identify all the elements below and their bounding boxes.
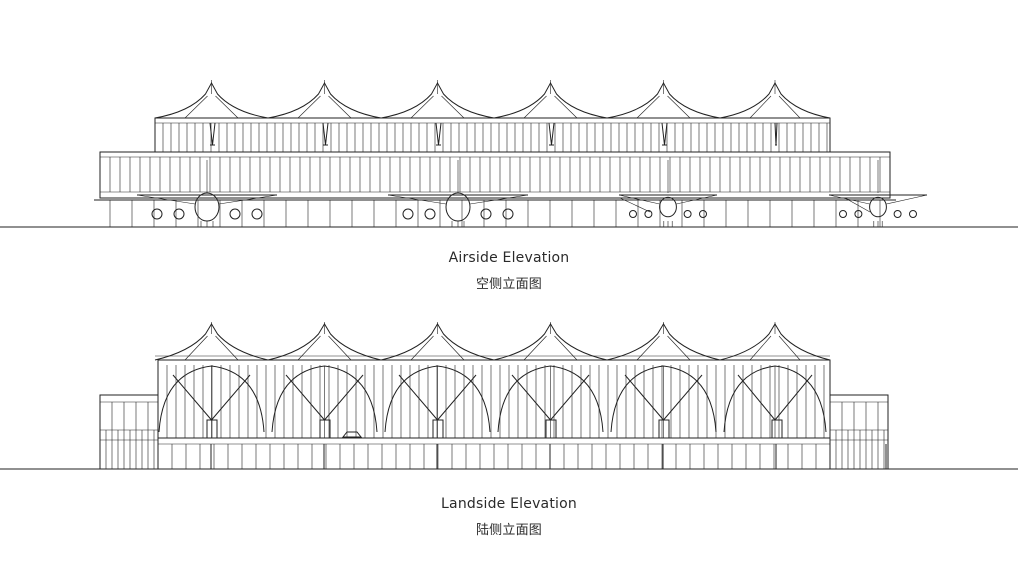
landside-elevation-drawing <box>0 322 1018 470</box>
landside-right-wing <box>829 394 889 470</box>
airside-upper-block <box>154 117 831 153</box>
landside-car <box>341 431 363 438</box>
airside-airplane-3 <box>618 160 718 227</box>
airside-elevation-title: Airside Elevation <box>448 250 570 266</box>
airside-elevation-drawing <box>0 80 1018 228</box>
airside-glazed-facade <box>94 151 896 201</box>
airside-tent-roofs <box>154 80 831 119</box>
airside-airplane-1 <box>136 160 278 227</box>
airside-airplane-2 <box>387 160 529 227</box>
landside-entrance-columns <box>210 444 887 469</box>
landside-elevation-title: Landside Elevation <box>441 496 577 512</box>
landside-tent-roofs <box>154 322 831 361</box>
airside-elevation-title-cn: 空侧立面图 <box>475 277 542 292</box>
airside-columns <box>109 200 881 227</box>
airside-airplane-4 <box>828 160 928 227</box>
landside-arches <box>158 365 827 439</box>
landside-main-glazing <box>157 359 831 470</box>
landside-left-wing <box>99 394 159 470</box>
airside-jet-bridges <box>619 197 871 213</box>
landside-elevation-title-cn: 陆侧立面图 <box>475 523 542 538</box>
